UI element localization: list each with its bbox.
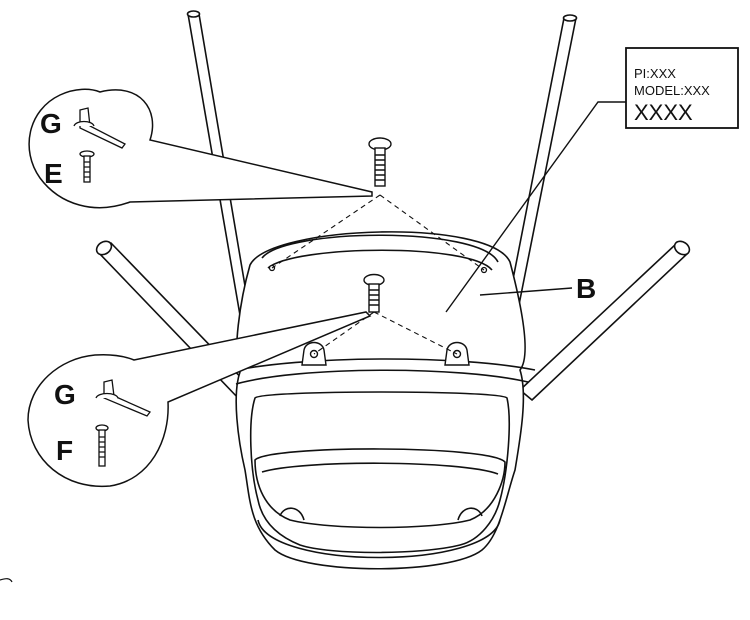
label-f: F — [56, 435, 73, 466]
label-e: E — [44, 158, 63, 189]
label-b: B — [576, 273, 596, 304]
product-label-box — [445, 47, 739, 313]
bolt-bottom — [363, 273, 385, 313]
callout-top — [28, 88, 373, 209]
label-line-3: XXXX — [634, 100, 693, 125]
part-b-leader — [479, 287, 573, 296]
screw-f-icon — [95, 424, 109, 467]
label-line-1: PI:XXX — [634, 66, 676, 81]
callout-bottom — [27, 311, 372, 488]
seat-frame — [227, 231, 536, 570]
corner-mark — [0, 578, 13, 583]
hex-key-icon — [73, 107, 126, 149]
hex-key-icon-2 — [95, 379, 152, 417]
label-g-top: G — [40, 108, 62, 139]
bolt-top — [368, 137, 392, 187]
label-g-bottom: G — [54, 379, 76, 410]
label-line-2: MODEL:XXX — [634, 83, 710, 98]
screw-e-icon — [79, 150, 95, 183]
front-right-leg — [519, 240, 691, 401]
